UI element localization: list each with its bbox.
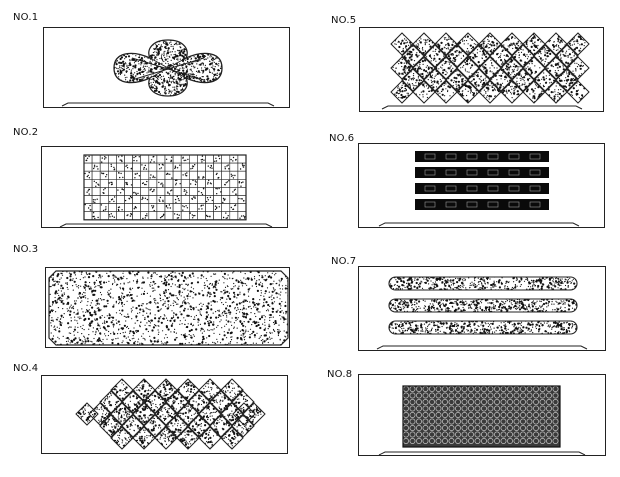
checker-cells <box>83 154 247 221</box>
pattern-checker-grid <box>59 154 273 227</box>
motif-cross-lines <box>131 57 205 81</box>
label-no3: NO.3 <box>13 244 39 255</box>
panel-no8 <box>358 374 606 456</box>
slot-speckle <box>389 277 577 334</box>
base-plinth-line <box>376 345 588 350</box>
pattern-diamond-lattice <box>381 32 590 110</box>
pattern-rounded-slots <box>376 276 588 350</box>
pattern-diamond-cluster <box>75 378 266 450</box>
slot-outlines <box>388 276 578 335</box>
panel-no5 <box>359 27 604 112</box>
pattern-full-speckle <box>48 270 289 346</box>
pattern-diamond-knot <box>61 39 275 107</box>
mesh-frame <box>402 385 561 448</box>
pattern-black-bars <box>378 151 580 227</box>
label-no4: NO.4 <box>13 363 39 374</box>
panel-no3 <box>45 267 290 348</box>
base-plinth-line <box>59 223 273 227</box>
base-plinth-line <box>378 222 580 227</box>
base-plinth-line <box>378 451 586 455</box>
label-no8: NO.8 <box>327 369 353 380</box>
panel-no1 <box>43 27 290 108</box>
full-speckle <box>49 271 288 345</box>
label-no2: NO.2 <box>13 127 39 138</box>
panel-no2 <box>41 146 288 228</box>
chamfered-outline <box>48 270 289 346</box>
mesh-circles <box>403 386 559 444</box>
panel-no6 <box>358 143 605 228</box>
label-no7: NO.7 <box>331 256 357 267</box>
panel-no4 <box>41 375 288 454</box>
motif-outline <box>113 39 223 97</box>
checker-frame <box>83 154 247 221</box>
base-plinth-line <box>61 102 275 107</box>
black-bar-rows <box>415 151 549 210</box>
label-no1: NO.1 <box>13 12 39 23</box>
label-no5: NO.5 <box>331 15 357 26</box>
base-plinth-line <box>381 105 583 110</box>
pattern-circle-mesh <box>378 385 586 455</box>
lattice-outlines <box>390 32 590 104</box>
diamond-outlines <box>75 378 266 450</box>
panel-no7 <box>358 266 606 351</box>
label-no6: NO.6 <box>329 133 355 144</box>
